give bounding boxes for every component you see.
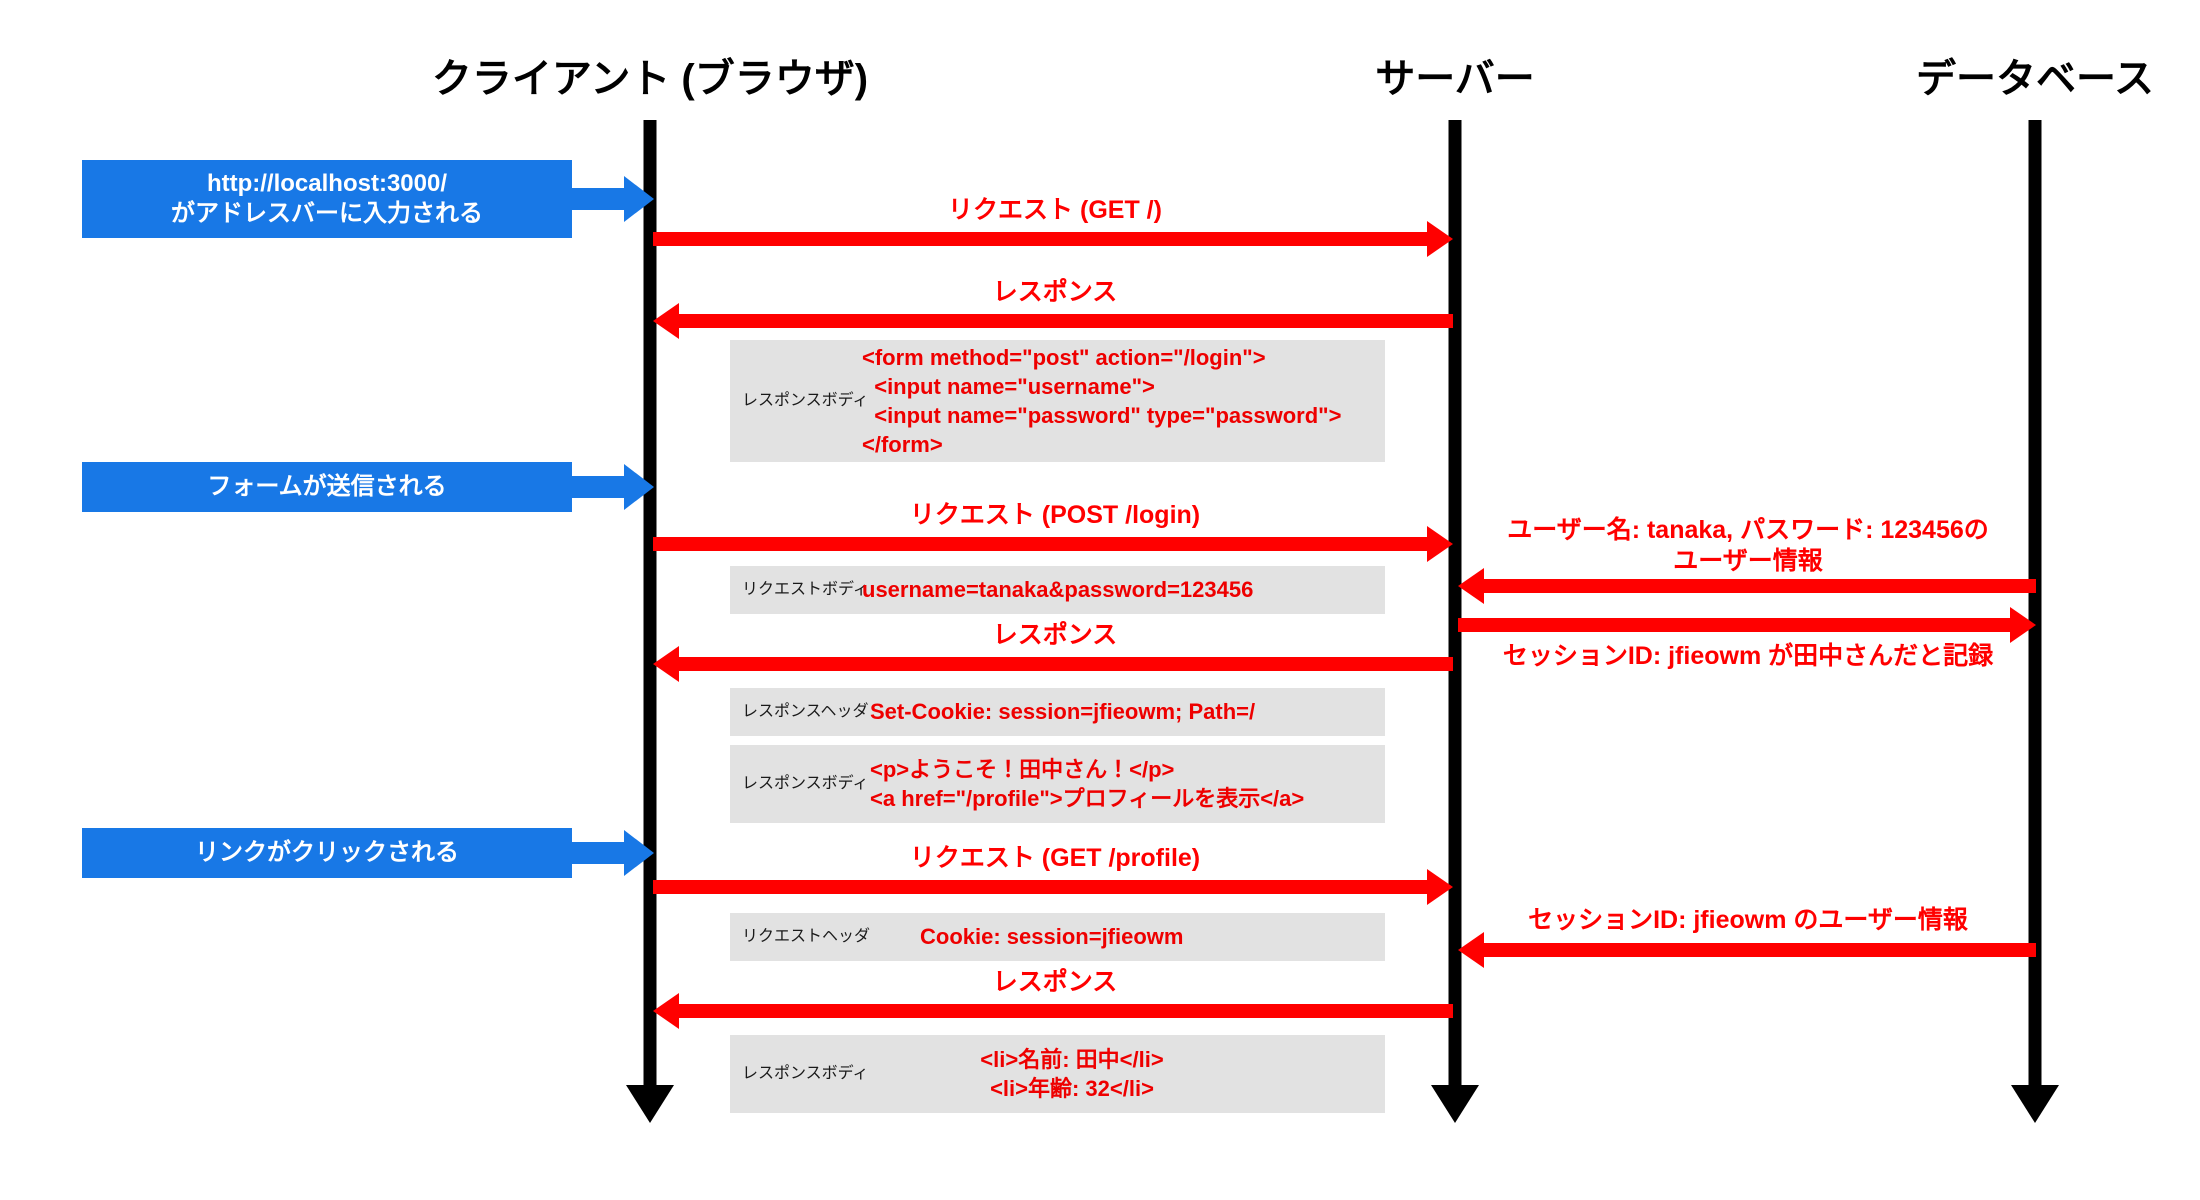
block-request-header-1: リクエストヘッダ Cookie: session=jfieowm: [730, 913, 1385, 961]
msg-db-lookup-label: ユーザー名: tanaka, パスワード: 123456の ユーザー情報: [1507, 516, 1989, 575]
msg-response-3-arrow: [653, 993, 1453, 1029]
msg-post-login-arrow: [653, 526, 1453, 562]
lifeline-end-arrow-client: [626, 1085, 674, 1123]
note-form-submitted: フォームが送信される: [82, 462, 572, 512]
msg-db-store-label: セッションID: jfieowm が田中さんだと記録: [1502, 642, 1994, 670]
block-response-body-3-label: レスポンスボディ: [742, 1065, 869, 1083]
note-link-arrow: [572, 830, 654, 876]
note-url-arrow: [572, 176, 654, 222]
msg-db-session-label: セッションID: jfieowm のユーザー情報: [1528, 906, 1968, 934]
block-response-body-1-label: レスポンスボディ: [742, 392, 869, 410]
block-request-header-1-label: リクエストヘッダ: [742, 928, 871, 946]
msg-get-profile-arrow: [653, 869, 1453, 905]
msg-post-login-label: リクエスト (POST /login): [909, 501, 1201, 529]
block-response-body-3: レスポンスボディ <li>名前: 田中</li> <li>年齢: 32</li>: [730, 1035, 1385, 1113]
block-request-body-1-code: username=tanaka&password=123456: [862, 577, 1254, 603]
lifeline-client: [643, 120, 657, 1095]
block-request-body-1: リクエストボディ username=tanaka&password=123456: [730, 566, 1385, 614]
note-form-arrow: [572, 464, 654, 510]
actor-title-client: クライアント (ブラウザ): [431, 57, 869, 101]
note-url-entered: http://localhost:3000/ がアドレスバーに入力される: [82, 160, 572, 238]
msg-response-1-arrow: [653, 303, 1453, 339]
lifeline-server: [1448, 120, 1462, 1095]
actor-title-database: データベース: [1916, 57, 2154, 101]
lifeline-end-arrow-database: [2011, 1085, 2059, 1123]
block-response-body-2-code: <p>ようこそ！田中さん！</p> <a href="/profile">プロフ…: [870, 756, 1305, 811]
lifeline-end-arrow-server: [1431, 1085, 1479, 1123]
block-response-body-3-code: <li>名前: 田中</li> <li>年齢: 32</li>: [980, 1046, 1164, 1101]
msg-db-lookup-arrow: [1458, 568, 2036, 604]
msg-db-store-arrow: [1458, 607, 2036, 643]
block-response-body-2-label: レスポンスボディ: [742, 775, 869, 793]
block-response-header-1-label: レスポンスヘッダ: [742, 703, 869, 721]
note-link-clicked: リンクがクリックされる: [82, 828, 572, 878]
block-response-header-1: レスポンスヘッダ Set-Cookie: session=jfieowm; Pa…: [730, 688, 1385, 736]
block-request-body-1-label: リクエストボディ: [742, 581, 869, 599]
msg-response-1-label: レスポンス: [992, 278, 1118, 306]
actor-title-server: サーバー: [1375, 57, 1535, 101]
msg-response-3-label: レスポンス: [992, 968, 1118, 996]
block-request-header-1-code: Cookie: session=jfieowm: [920, 924, 1184, 950]
msg-response-2-label: レスポンス: [992, 621, 1118, 649]
msg-get-root-label: リクエスト (GET /): [948, 196, 1162, 224]
msg-get-root-arrow: [653, 221, 1453, 257]
block-response-body-2: レスポンスボディ <p>ようこそ！田中さん！</p> <a href="/pro…: [730, 745, 1385, 823]
msg-response-2-arrow: [653, 646, 1453, 682]
msg-db-session-arrow: [1458, 932, 2036, 968]
block-response-header-1-code: Set-Cookie: session=jfieowm; Path=/: [870, 699, 1256, 725]
msg-get-profile-label: リクエスト (GET /profile): [909, 844, 1201, 872]
block-response-body-1-code: <form method="post" action="/login"> <in…: [862, 344, 1342, 458]
block-response-body-1: レスポンスボディ <form method="post" action="/lo…: [730, 340, 1385, 462]
